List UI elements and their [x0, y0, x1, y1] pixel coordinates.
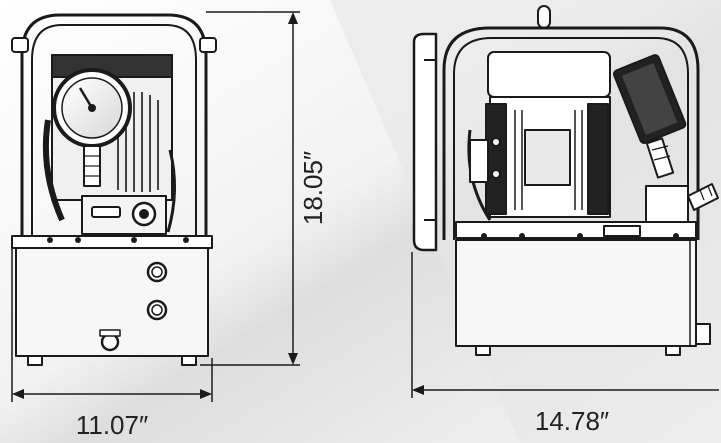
front-hose-right [166, 149, 176, 233]
cage-clamp-left [11, 37, 29, 53]
front-top-plate-bolts [47, 237, 189, 243]
side-lifting-eye [537, 5, 551, 29]
depth-arrow-left [412, 385, 424, 395]
side-junction-box [469, 139, 489, 183]
height-label: 18.05″ [298, 151, 328, 225]
valve-knob-center [139, 209, 149, 219]
front-roll-cage-inner [31, 24, 197, 245]
front-view [11, 13, 217, 366]
side-motor-top [487, 51, 611, 98]
side-roll-cage [442, 26, 700, 240]
side-foot-right [665, 345, 681, 356]
front-motor-fins [117, 92, 159, 192]
front-top-plate [11, 235, 213, 249]
pressure-gauge-hub [88, 104, 96, 112]
width-arrow-right [200, 389, 212, 399]
depth-dimension [411, 252, 719, 398]
side-top-plate-bolts [481, 233, 679, 239]
side-solenoid-valve [612, 54, 687, 145]
front-foot-right [181, 355, 197, 366]
side-motor-window [524, 129, 571, 186]
width-arrow-left [12, 389, 24, 399]
valve-handle [91, 206, 121, 218]
width-dimension [11, 244, 213, 402]
side-motor-end-right [587, 103, 609, 215]
side-roll-cage-inner [453, 37, 689, 240]
height-arrow-top [288, 12, 298, 24]
side-valve-base [603, 225, 641, 237]
side-tank-fitting [695, 323, 711, 345]
side-reservoir-tank [455, 239, 697, 347]
side-view [412, 5, 719, 356]
height-dimension [200, 11, 300, 366]
height-arrow-bottom [288, 353, 298, 365]
side-motor-fins [514, 110, 583, 210]
depth-label: 14.78″ [535, 406, 609, 436]
front-foot-left [27, 355, 43, 366]
side-foot-left [475, 345, 491, 356]
side-handle-bracket [412, 32, 438, 252]
side-top-plate [455, 221, 697, 239]
width-label: 11.07″ [76, 410, 148, 440]
cage-clamp-right [199, 37, 217, 53]
front-hose-left [42, 119, 65, 222]
